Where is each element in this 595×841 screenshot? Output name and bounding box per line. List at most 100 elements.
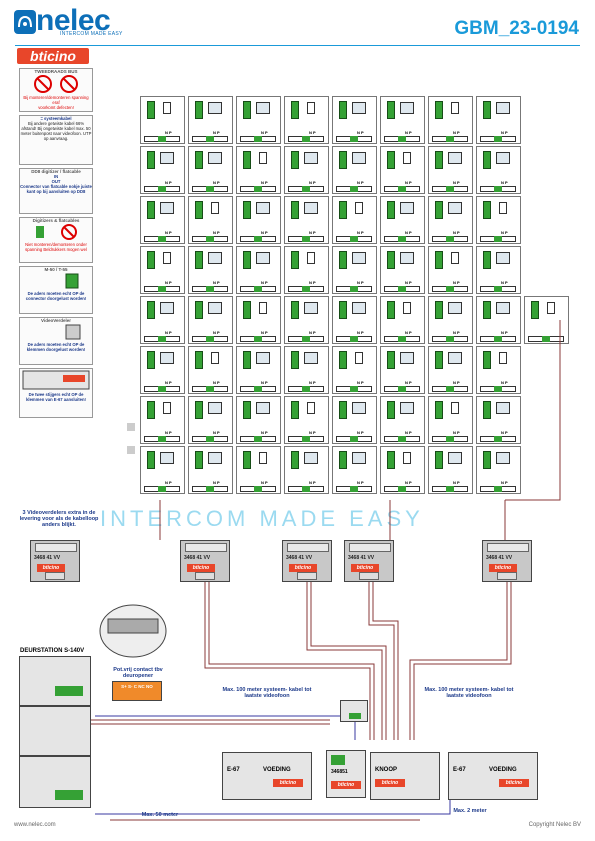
digitizer-board — [243, 401, 251, 419]
digitizer-board — [195, 151, 203, 169]
digitizer-board — [435, 101, 443, 119]
np-label: N P — [165, 180, 172, 185]
monitor-screen-icon — [352, 252, 366, 264]
videophone-unit: N P — [476, 146, 521, 194]
terminal-block — [336, 386, 372, 392]
digitizer-board — [435, 451, 443, 469]
terminal-block — [240, 386, 276, 392]
videophone-unit: N P — [476, 296, 521, 344]
np-label: N P — [405, 130, 412, 135]
videophone-unit: N P — [332, 446, 377, 494]
note-videoverdeler: VideoVerdeler De aders moeten echt OP de… — [19, 317, 93, 365]
digitizer-board — [483, 301, 491, 319]
terminal-block — [240, 436, 276, 442]
terminal-block — [144, 386, 180, 392]
terminal-block — [384, 286, 420, 292]
np-label: N P — [357, 180, 364, 185]
note-title: M-50 / T-55 — [44, 267, 68, 272]
terminal-block — [384, 386, 420, 392]
note-body: Bij monteren/demonteren spanning eraf — [23, 95, 89, 105]
note-title: VideoVerdeler — [41, 318, 71, 323]
terminal-block — [480, 236, 516, 242]
digitizer-board — [147, 401, 155, 419]
monitor-screen-icon — [352, 152, 366, 164]
monitor-screen-icon — [403, 302, 411, 314]
videophone-unit: N P — [332, 296, 377, 344]
np-label: N P — [453, 280, 460, 285]
np-label: N P — [213, 230, 220, 235]
monitor-screen-icon — [496, 402, 510, 414]
videophone-unit: N P — [476, 246, 521, 294]
videophone-unit: N P — [332, 196, 377, 244]
np-label: N P — [405, 330, 412, 335]
terminal-block — [336, 486, 372, 492]
psu-right-model: E-67 — [453, 767, 466, 773]
monitor-screen-icon — [160, 202, 174, 214]
np-label: N P — [405, 230, 412, 235]
np-label: N P — [261, 230, 268, 235]
np-label: N P — [165, 280, 172, 285]
digitizer-board — [435, 301, 443, 319]
videophone-unit: N P — [236, 146, 281, 194]
np-label: N P — [405, 280, 412, 285]
monitor-screen-icon — [352, 102, 366, 114]
videophone-unit: N P — [332, 246, 377, 294]
monitor-screen-icon — [163, 402, 171, 414]
np-label: N P — [309, 480, 316, 485]
digitizer-board — [291, 301, 299, 319]
monitor-screen-icon — [160, 452, 174, 464]
videophone-unit: N P — [332, 146, 377, 194]
digitizer-board — [483, 451, 491, 469]
digitizer-board — [195, 201, 203, 219]
videophone-unit: N P — [188, 396, 233, 444]
np-label: N P — [165, 130, 172, 135]
terminal-block — [192, 236, 228, 242]
terminal-block — [432, 286, 468, 292]
distributor-label: 3468 41 VV — [34, 555, 61, 561]
np-label: N P — [501, 330, 508, 335]
videophone-unit: N P — [380, 296, 425, 344]
terminal-block — [384, 136, 420, 142]
digitizer-board — [339, 451, 347, 469]
monitor-screen-icon — [208, 402, 222, 414]
potfree-terminals: S+ S- C NC NO — [121, 684, 153, 689]
note-out: OUT — [51, 179, 61, 184]
monitor-screen-icon — [211, 352, 219, 364]
np-label: N P — [309, 280, 316, 285]
terminal-block — [384, 186, 420, 192]
np-label: N P — [357, 280, 364, 285]
terminal-block — [528, 336, 564, 342]
monitor-screen-icon — [448, 152, 462, 164]
note-dd8: DD8 digitizer / flatcable IN OUT Connect… — [19, 168, 93, 214]
footer-copyright: Copyright Nelec BV — [528, 822, 581, 828]
note-title: DD8 digitizer / flatcable — [31, 169, 81, 174]
note-title: Digitizers & flatcables — [32, 218, 80, 223]
max50-label: Max. 50 meter — [141, 812, 179, 818]
terminal-block — [144, 236, 180, 242]
videophone-unit: N P — [140, 296, 185, 344]
np-label: N P — [453, 330, 460, 335]
videophone-unit: N P — [332, 96, 377, 144]
monitor-screen-icon — [256, 202, 270, 214]
monitor-screen-icon — [256, 252, 270, 264]
digitizer-board — [147, 201, 155, 219]
terminal-block — [432, 136, 468, 142]
terminal-block — [288, 136, 324, 142]
marker-box — [127, 446, 135, 454]
monitor-screen-icon — [496, 302, 510, 314]
note-body: Niet monteren/demonteren onder spanning … — [25, 242, 87, 252]
np-label: N P — [501, 480, 508, 485]
note-title: = systeemkabel — [40, 116, 72, 121]
terminal-block — [288, 186, 324, 192]
digitizer-board — [243, 351, 251, 369]
monitor-screen-icon — [400, 102, 414, 114]
digitizer-board — [435, 251, 443, 269]
monitor-screen-icon — [352, 302, 366, 314]
monitor-screen-icon — [304, 302, 318, 314]
videophone-unit: N P — [428, 346, 473, 394]
e67-module-icon — [22, 370, 90, 390]
videophone-unit: N P — [380, 196, 425, 244]
monitor-screen-icon — [304, 452, 318, 464]
digitizer-board — [147, 301, 155, 319]
monitor-screen-icon — [256, 402, 270, 414]
